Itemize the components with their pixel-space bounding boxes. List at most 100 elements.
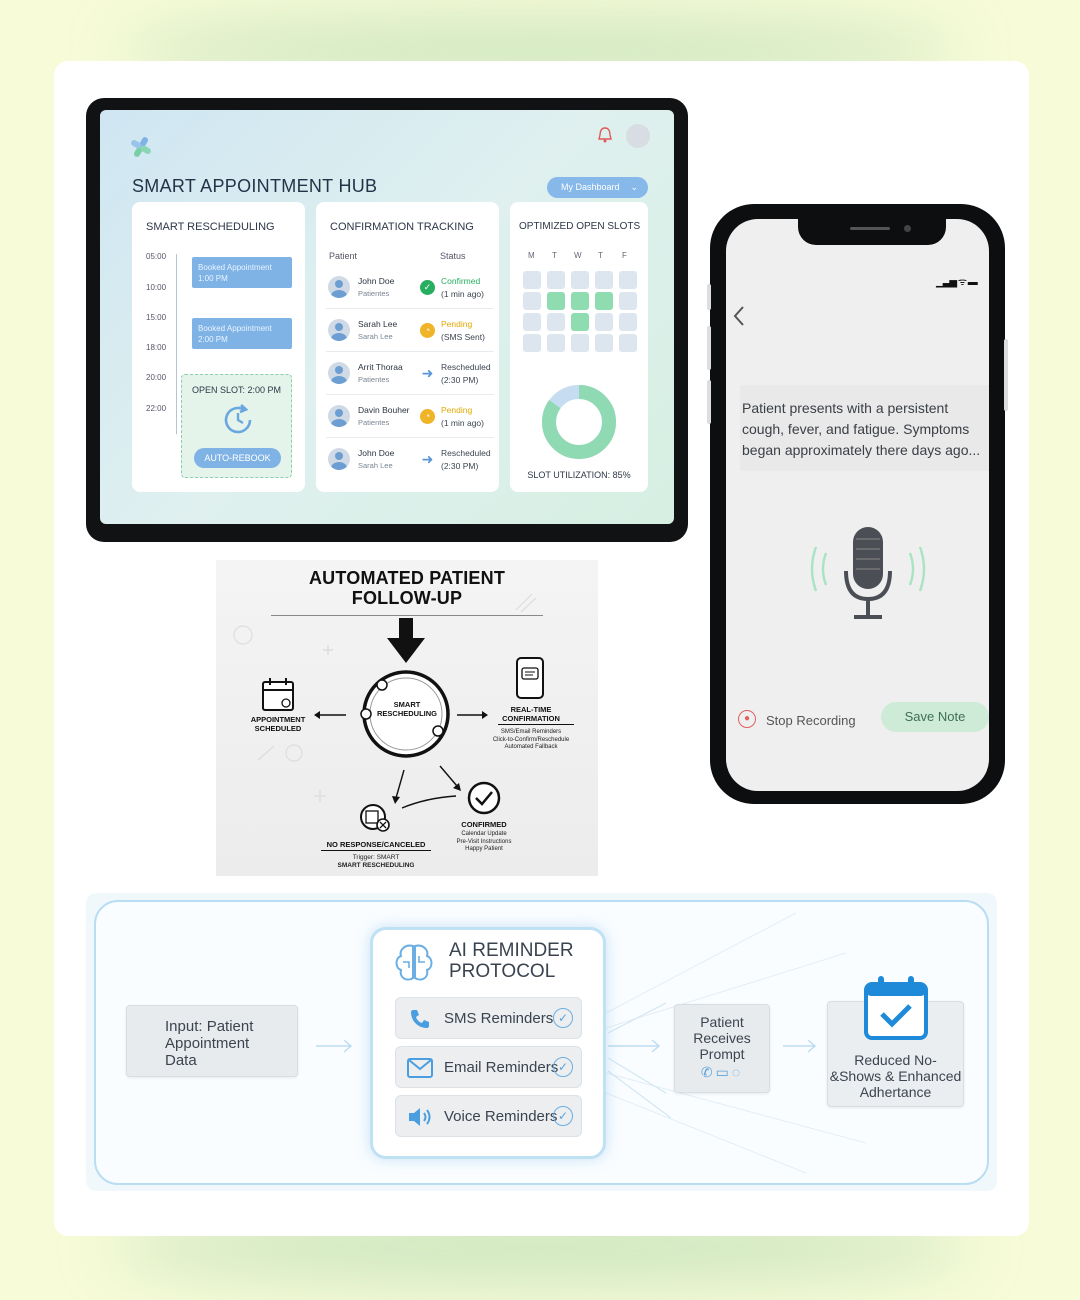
column-header-patient: Patient <box>329 251 358 261</box>
microphone-icon[interactable] <box>798 519 938 629</box>
voice-reminders-item[interactable]: Voice Reminders ✓ <box>395 1095 582 1137</box>
slot-cell[interactable] <box>619 334 637 352</box>
time-label: 05:00 <box>146 252 167 261</box>
slot-cell[interactable] <box>595 313 613 331</box>
reminder-label: Email Reminders <box>444 1059 559 1076</box>
slot-cell[interactable] <box>595 292 613 310</box>
phone-side-button <box>707 326 711 370</box>
label-line: RESCHEDULING <box>376 709 437 718</box>
my-dashboard-button[interactable]: My Dashboard⌄ <box>547 177 648 198</box>
booked-label: Booked Appointment <box>198 263 272 272</box>
patient-avatar <box>328 319 350 341</box>
box-line: Reduced No- <box>854 1052 937 1068</box>
patient-name: John Doe <box>358 276 395 286</box>
slot-cell[interactable] <box>571 313 589 331</box>
appointment-hub-screen: SMART APPOINTMENT HUB My Dashboard⌄ SMAR… <box>100 110 674 524</box>
transcribed-note[interactable]: Patient presents with a persistent cough… <box>740 385 989 471</box>
slot-cell[interactable] <box>571 334 589 352</box>
user-avatar[interactable] <box>626 124 650 148</box>
panel-title: CONFIRMATION TRACKING <box>330 221 474 233</box>
patient-subtitle: Patientes <box>358 375 390 384</box>
patient-name: Sarah Lee <box>358 319 398 329</box>
time-label: 22:00 <box>146 404 167 413</box>
panel-title: OPTIMIZED OPEN SLOTS <box>519 221 641 232</box>
sms-reminders-item[interactable]: SMS Reminders ✓ <box>395 997 582 1039</box>
status-label: Rescheduled <box>441 362 491 372</box>
check-circle-icon: ✓ <box>553 1057 573 1077</box>
detail-line: SMART RESCHEDULING <box>337 861 415 869</box>
row-divider <box>326 394 494 395</box>
detail-line: Click-to-Confirm/Reschedule <box>492 736 570 743</box>
back-arrow-icon[interactable] <box>732 305 746 327</box>
slot-cell[interactable] <box>547 271 565 289</box>
day-header: T <box>598 251 603 260</box>
phone-side-button <box>707 380 711 424</box>
status-detail: (SMS Sent) <box>441 332 485 342</box>
slot-cell[interactable] <box>571 292 589 310</box>
slot-cell[interactable] <box>595 334 613 352</box>
open-slot-card: OPEN SLOT: 2:00 PM AUTO-REBOOK <box>181 374 292 478</box>
phone-icon <box>411 1010 429 1028</box>
panel-title: SMART RESCHEDULING <box>146 221 275 233</box>
patient-subtitle: Sarah Lee <box>358 332 393 341</box>
slot-cell[interactable] <box>619 292 637 310</box>
slot-cell[interactable] <box>523 334 541 352</box>
row-divider <box>326 308 494 309</box>
slot-cell[interactable] <box>523 292 541 310</box>
slot-cell[interactable] <box>619 271 637 289</box>
time-label: 18:00 <box>146 343 167 352</box>
slot-cell[interactable] <box>547 334 565 352</box>
slot-cell[interactable] <box>619 313 637 331</box>
day-header: M <box>528 251 535 260</box>
status-detail: (1 min ago) <box>441 289 484 299</box>
slot-cell[interactable] <box>595 271 613 289</box>
email-reminders-item[interactable]: Email Reminders ✓ <box>395 1046 582 1088</box>
patient-row[interactable]: John Doe Patientes ✓ Confirmed (1 min ag… <box>326 266 494 306</box>
box-line: Patient <box>700 1014 744 1030</box>
notification-bell-icon[interactable] <box>597 126 613 144</box>
patient-row[interactable]: Sarah Lee Sarah Lee ◔ Pending (SMS Sent) <box>326 309 494 349</box>
detail-line: Automated Fallback <box>504 744 558 750</box>
label-line: APPOINTMENT <box>250 715 306 724</box>
auto-rebook-button[interactable]: AUTO-REBOOK <box>194 448 281 468</box>
time-label: 15:00 <box>146 313 167 322</box>
brain-icon <box>395 944 433 981</box>
slot-cell[interactable] <box>523 313 541 331</box>
status-label: Rescheduled <box>441 448 491 458</box>
patient-subtitle: Patientes <box>358 289 390 298</box>
patient-avatar <box>328 362 350 384</box>
timeline-axis <box>176 254 177 434</box>
envelope-icon <box>407 1058 433 1078</box>
patient-row[interactable]: Arrit Thoraa Patientes ➜ Rescheduled (2:… <box>326 352 494 392</box>
voice-note-screen: ▁▃▅ ᯤ ▬ Patient presents with a persiste… <box>726 219 989 791</box>
label-underline <box>321 850 431 851</box>
slot-cell[interactable] <box>523 271 541 289</box>
slot-utilization-donut <box>542 385 616 459</box>
slot-cell[interactable] <box>547 292 565 310</box>
patient-avatar <box>328 405 350 427</box>
followup-flow-graphics <box>233 593 544 832</box>
page-title: SMART APPOINTMENT HUB <box>132 176 378 196</box>
row-divider <box>326 351 494 352</box>
slot-cell[interactable] <box>547 313 565 331</box>
app-logo-icon <box>131 137 151 157</box>
status-label: Pending <box>441 405 473 415</box>
box-line: &Shows & Enhanced <box>829 1068 962 1084</box>
patient-row[interactable]: John Doe Sarah Lee ➜ Rescheduled (2:30 P… <box>326 438 494 478</box>
box-line: Data <box>165 1052 197 1069</box>
patient-row[interactable]: Davin Bouher Patientes ◔ Pending (1 min … <box>326 395 494 435</box>
check-circle-icon: ✓ <box>553 1008 573 1028</box>
stop-recording-button[interactable]: Stop Recording <box>766 713 856 728</box>
label-underline <box>498 724 574 725</box>
slot-cell[interactable] <box>571 271 589 289</box>
save-note-button[interactable]: Save Note <box>881 702 989 732</box>
status-label: Confirmed <box>441 276 481 286</box>
monitor-icon: ▭ <box>715 1064 732 1080</box>
title-line: AI REMINDER <box>449 940 574 961</box>
